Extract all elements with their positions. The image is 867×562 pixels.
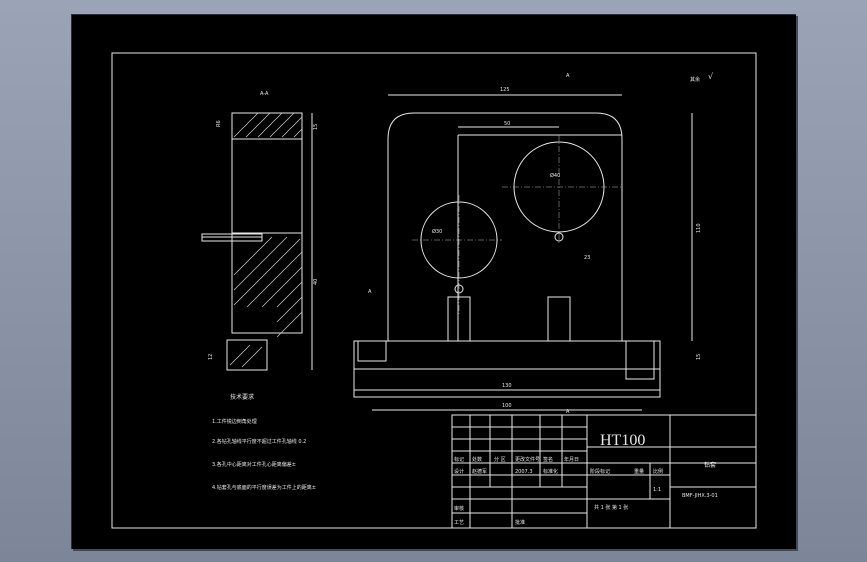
tb-approve: 批准 bbox=[515, 519, 525, 526]
tb-designer-name: 赵德军 bbox=[472, 468, 487, 475]
sheet-info: 共 1 张 第 1 张 bbox=[594, 504, 628, 511]
front-view: A A A 其余 √ 125 50 Ø30 Ø40 23 110 15 bbox=[353, 72, 714, 415]
dim-bottom-span: 130 bbox=[502, 383, 512, 389]
material-label: HT100 bbox=[600, 432, 645, 449]
cad-drawing: A-A R6 15 40 12 A A A 其余 √ bbox=[111, 52, 757, 529]
dim-top-thickness: 15 bbox=[313, 124, 319, 130]
section-lower bbox=[231, 232, 303, 334]
dim-overall-width: 125 bbox=[500, 87, 510, 93]
section-foot bbox=[226, 339, 268, 371]
dim-dia-large: Ø40 bbox=[550, 172, 560, 179]
tb-zone: 分 区 bbox=[494, 456, 506, 463]
dim-hole-spacing: 23 bbox=[584, 255, 590, 261]
base-slot-left bbox=[357, 340, 387, 362]
drill-bushing bbox=[201, 233, 263, 242]
part-name: 钻套 bbox=[704, 461, 716, 469]
dim-left-inner: 50 bbox=[504, 121, 510, 127]
tb-ratio: 比例 bbox=[653, 468, 663, 475]
tb-standardize: 标准化 bbox=[543, 468, 558, 475]
post-right bbox=[547, 296, 571, 342]
dim-left-a: 40 bbox=[313, 279, 319, 285]
dim-r6: R6 bbox=[216, 120, 222, 127]
roughness-note: 其余 bbox=[690, 76, 700, 83]
tech-title: 技术要求 bbox=[230, 393, 254, 401]
tb-stage: 阶段标记 bbox=[590, 468, 610, 475]
base-lower bbox=[353, 368, 661, 398]
drawing-number: BMF-JIHX.3-01 bbox=[682, 493, 718, 499]
section-middle bbox=[231, 138, 303, 234]
dim-base-thickness: 15 bbox=[696, 354, 702, 360]
tb-check: 审核 bbox=[454, 505, 464, 512]
centerlines bbox=[412, 135, 622, 315]
tb-date: 年月日 bbox=[564, 456, 579, 463]
roughness-symbol: √ bbox=[708, 72, 714, 81]
tech-note-3: 3.各孔中心距离对工件孔心距离偏差± bbox=[212, 461, 296, 468]
tb-date-value: 2007.3 bbox=[515, 469, 533, 475]
tb-sign: 签名 bbox=[543, 456, 553, 463]
bracket-body bbox=[387, 112, 623, 342]
drawing-sheet: A-A R6 15 40 12 A A A 其余 √ bbox=[71, 14, 796, 549]
tech-note-1: 1.工件锐边倒角处理 bbox=[212, 418, 257, 425]
base-plate bbox=[353, 340, 661, 370]
tb-mark: 标记 bbox=[454, 456, 464, 463]
drill-mark-2 bbox=[554, 232, 564, 242]
tb-count: 处数 bbox=[472, 456, 482, 463]
dim-left-b: 12 bbox=[208, 354, 214, 360]
tb-weight: 重量 bbox=[634, 468, 644, 475]
tb-designer: 设计 bbox=[454, 468, 464, 475]
dim-bottom-inner: 100 bbox=[502, 403, 512, 409]
hatching bbox=[229, 112, 303, 368]
technical-notes: 技术要求 1.工件锐边倒角处理 2.各钻孔轴线平行度不超过工件孔轴线 0.2 3… bbox=[212, 393, 316, 491]
tb-process: 工艺 bbox=[454, 520, 464, 526]
tb-docno: 更改文件号 bbox=[515, 456, 540, 463]
section-marker-left: A bbox=[368, 289, 372, 295]
title-block-frame bbox=[451, 414, 757, 529]
section-view: A-A R6 15 40 12 bbox=[201, 91, 319, 371]
section-marker-bottom: A bbox=[566, 409, 570, 415]
section-view-label: A-A bbox=[260, 91, 269, 97]
section-top-block bbox=[231, 112, 303, 140]
title-block: HT100 钻套 BMF-JIHX.3-01 1:1 共 1 张 第 1 张 标… bbox=[451, 414, 757, 529]
base-slot-right bbox=[625, 340, 655, 380]
dim-dia-small: Ø30 bbox=[432, 228, 442, 235]
post-left bbox=[447, 296, 471, 342]
tech-note-4: 4.钻套孔与底面的平行度误差为工件上的距离± bbox=[212, 484, 316, 491]
scale-label: 1:1 bbox=[653, 487, 661, 493]
drawing-frame bbox=[111, 52, 757, 529]
tech-note-2: 2.各钻孔轴线平行度不超过工件孔轴线 0.2 bbox=[212, 438, 306, 445]
section-marker-top: A bbox=[566, 73, 570, 79]
dim-height: 110 bbox=[696, 223, 702, 233]
